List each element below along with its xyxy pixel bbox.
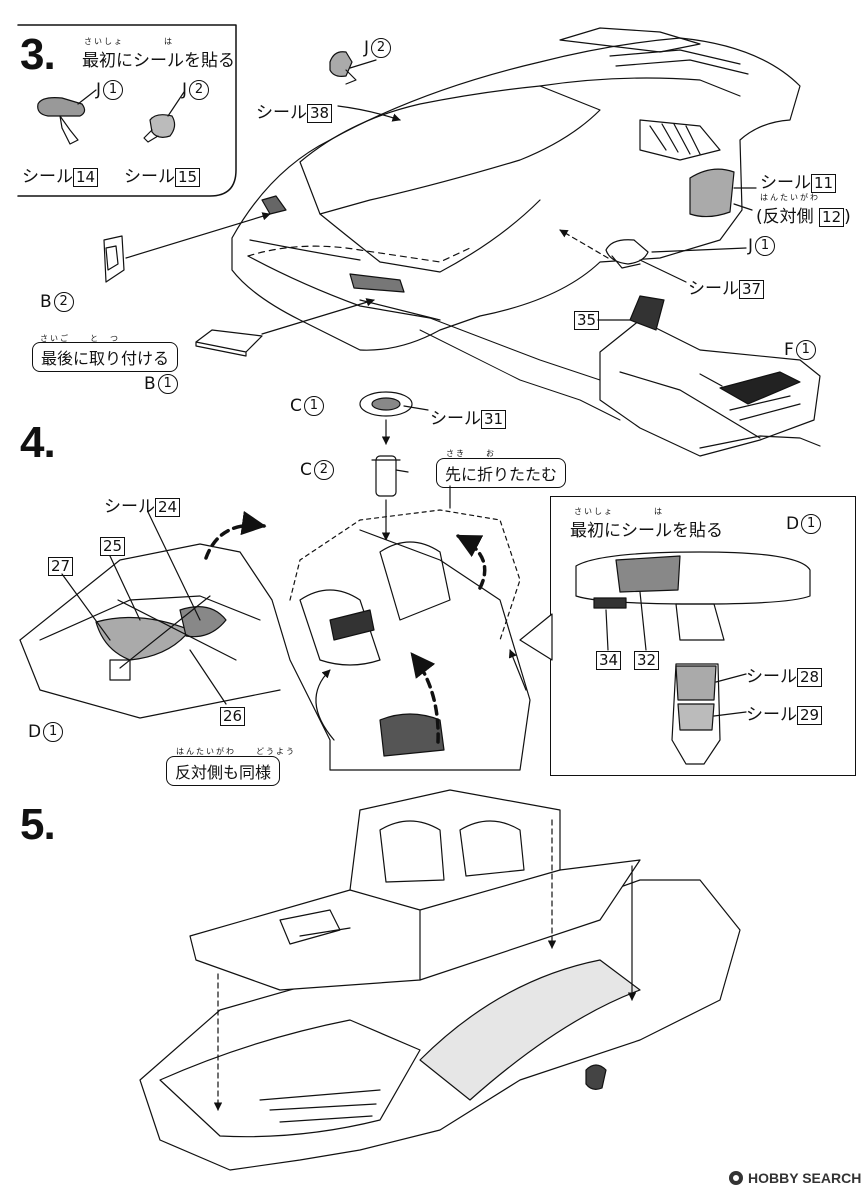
attach-last-ruby: さいご と つ	[40, 334, 120, 343]
arrow-j2-to-body	[349, 59, 377, 69]
dashed-outline-rear	[289, 509, 521, 641]
car-body-step3	[231, 27, 801, 351]
fold-first-ruby: さき お	[446, 449, 496, 458]
arrow-seal36	[699, 373, 723, 387]
hobby-search-logo-icon	[729, 1171, 743, 1185]
seal-34-label: 34	[596, 650, 622, 670]
arrow-seal37	[639, 259, 687, 283]
callout-to-detail-panel	[519, 613, 553, 661]
seal-26-label: 26	[220, 706, 246, 726]
step-3-note-ruby: さいしょ は	[84, 37, 174, 46]
curved-arrow-fold-left	[204, 510, 267, 560]
arrow-seal38-to-body	[337, 105, 401, 122]
mirror-j1-sticker-icon	[37, 97, 86, 145]
step-5-number: 5.	[20, 800, 56, 849]
mirror-j1-icon	[605, 239, 649, 269]
diffuser-guide-line	[419, 329, 621, 421]
arrow-mirror-j1	[559, 229, 609, 259]
guide-dashed-line	[247, 245, 471, 263]
diffuser-guide-line-2	[429, 317, 601, 381]
step-3-frame	[17, 24, 237, 197]
mirror-j2-sticker-icon	[143, 114, 176, 143]
hobby-search-watermark: HOBBY SEARCH	[748, 1170, 862, 1186]
part-b1-icon	[195, 329, 263, 357]
curved-arrow-up	[410, 652, 440, 744]
arrow-side-right	[508, 649, 527, 691]
callout-lines-seals	[61, 511, 227, 705]
same-other-side-note: 反対側も同様	[166, 756, 281, 786]
interior-tub-step4	[19, 529, 531, 771]
attach-last-note: 最後に取り付ける	[32, 342, 179, 372]
seal-12-label: (反対側 12)	[756, 207, 851, 227]
arrow-j2-to-mirror	[167, 91, 185, 117]
seal-32-label: 32	[634, 650, 660, 670]
detail-note-ruby: さいしょ は	[574, 507, 664, 516]
detail-note: 最初にシールを貼る	[570, 521, 723, 541]
mirror-j2-icon	[329, 51, 357, 85]
arrow-b2-to-body	[125, 212, 271, 259]
arrow-j1	[651, 247, 747, 253]
arrow-b1-to-body	[261, 298, 375, 335]
step-4-number: 4.	[20, 418, 56, 467]
step-3-number: 3.	[20, 30, 56, 79]
same-other-side-ruby: はんたいがわ どうよう	[176, 747, 296, 756]
part-b2-icon	[103, 235, 125, 283]
dashboard-detail-icon	[575, 551, 811, 765]
curved-arrow-fold-right	[455, 534, 487, 590]
fold-first-note: 先に折りたたむ	[436, 458, 567, 488]
steering-wheel-c1-icon	[359, 391, 413, 417]
arrow-seal12-to-body	[733, 203, 753, 211]
arrow-side-left	[315, 669, 335, 741]
detail-callouts	[605, 591, 747, 717]
opposite-side-ruby: はんたいがわ	[760, 193, 820, 202]
interior-tub-step5	[189, 789, 641, 991]
arrow-seal31	[403, 405, 429, 411]
step-3-note: 最初にシールを貼る	[82, 51, 235, 71]
seal-27-label: 27	[48, 556, 74, 576]
rear-diffuser-f1	[599, 295, 821, 457]
seal-25-label: 25	[100, 536, 126, 556]
arrow-j1-to-mirror	[77, 89, 97, 105]
steering-column-c2-icon	[371, 455, 409, 497]
